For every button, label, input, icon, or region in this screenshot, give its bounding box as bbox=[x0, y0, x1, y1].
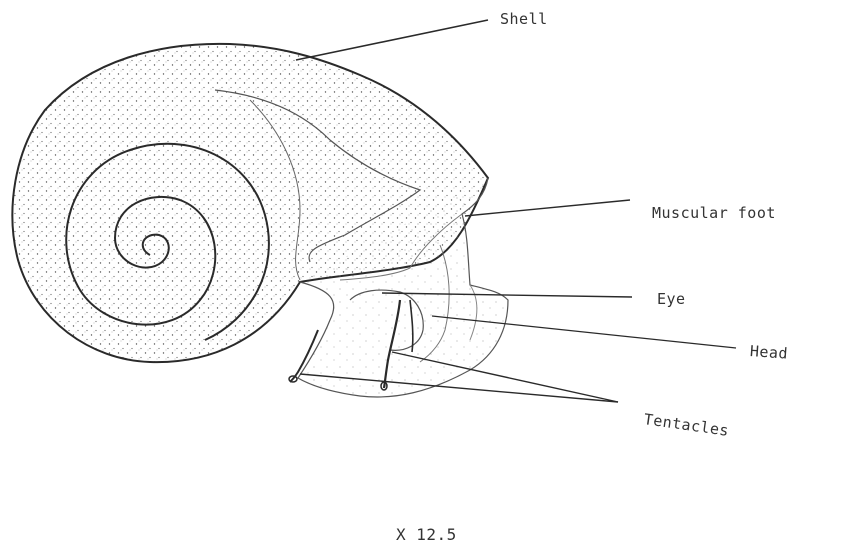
magnification-label: X 12.5 bbox=[396, 525, 457, 544]
label-muscular-foot: Muscular foot bbox=[652, 204, 776, 222]
label-shell: Shell bbox=[500, 10, 548, 28]
pointer-muscular-foot bbox=[465, 200, 630, 216]
label-head: Head bbox=[749, 342, 788, 363]
pointer-shell bbox=[296, 20, 488, 60]
label-eye: Eye bbox=[657, 290, 686, 308]
